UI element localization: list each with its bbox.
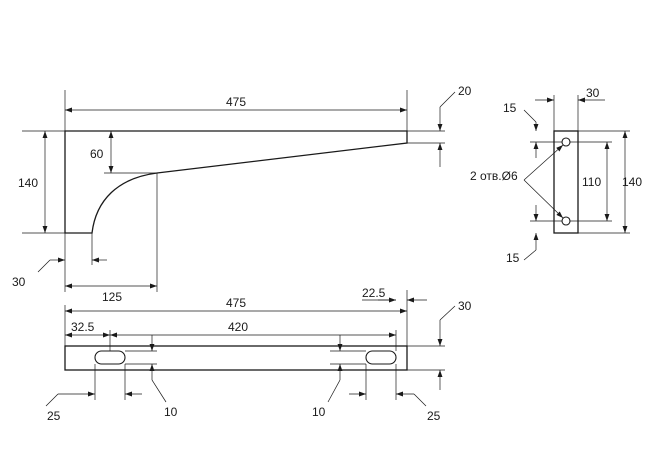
hole-bottom xyxy=(561,216,571,226)
hole-offset-bottom-label: 15 xyxy=(506,251,520,265)
strip-thickness-label: 30 xyxy=(458,299,472,313)
plate-thickness-label: 30 xyxy=(12,275,26,289)
hole-offset-top-label: 15 xyxy=(503,101,517,115)
slot-length-right-label: 25 xyxy=(427,409,441,423)
top-view: 475 22.5 32.5 420 30 10 10 25 xyxy=(45,286,472,423)
holes-leader-top xyxy=(523,144,564,181)
edge-offset-label: 22.5 xyxy=(362,286,386,300)
holes-leader-bottom xyxy=(523,179,564,219)
end-view: 30 15 15 110 140 2 отв.Ø6 xyxy=(470,86,642,265)
plate-width-label: 30 xyxy=(586,86,600,100)
hole-top xyxy=(561,137,571,147)
curve-length-label: 125 xyxy=(102,290,122,304)
base-strip xyxy=(64,345,408,371)
strip-length-label: 475 xyxy=(226,296,246,310)
slot-width-left-label: 10 xyxy=(164,405,178,419)
slot-offset-label: 32.5 xyxy=(71,320,95,334)
end-plate xyxy=(553,130,579,234)
side-view: 475 20 140 60 30 125 xyxy=(12,84,472,304)
slot-left xyxy=(94,350,126,365)
end-height-label: 140 xyxy=(622,175,642,189)
hole-spacing-label: 110 xyxy=(582,175,601,189)
plate-thickness-leader xyxy=(37,259,51,273)
arm-drop-label: 60 xyxy=(90,147,104,161)
end-thickness-label: 20 xyxy=(458,84,472,98)
height-dimension-label: 140 xyxy=(18,176,38,190)
slot-width-right-label: 10 xyxy=(312,405,326,419)
slot-spacing-label: 420 xyxy=(228,320,248,334)
slot-right xyxy=(365,350,397,365)
holes-callout-label: 2 отв.Ø6 xyxy=(470,169,518,183)
length-dimension-label: 475 xyxy=(226,95,246,109)
bracket-profile xyxy=(64,130,408,234)
slot-length-left-label: 25 xyxy=(47,409,61,423)
